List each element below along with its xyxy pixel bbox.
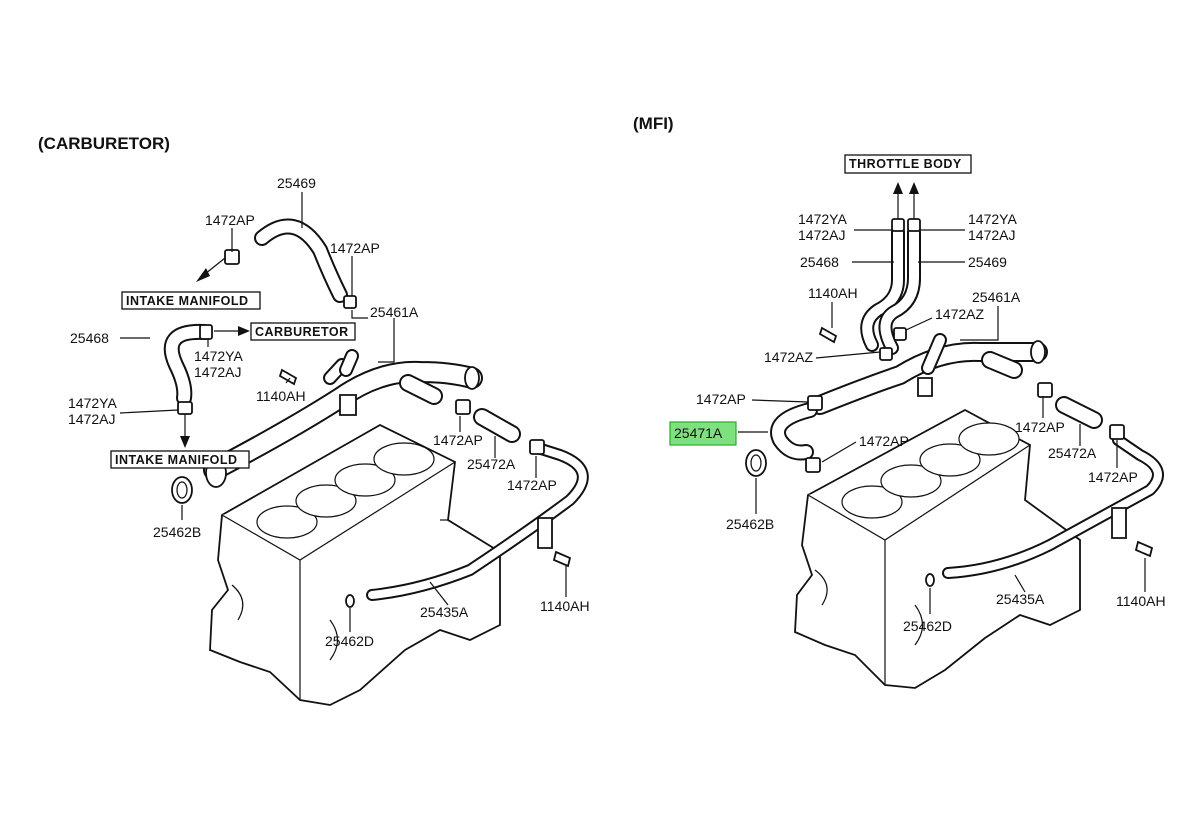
box-throttle-body: THROTTLE BODY (849, 157, 962, 171)
label-25462d: 25462D (903, 618, 952, 634)
box-carburetor: CARBURETOR (255, 325, 349, 339)
label-1472aj: 1472AJ (798, 227, 845, 243)
label-1472ya: 1472YA (798, 211, 847, 227)
label-1472aj: 1472AJ (968, 227, 1015, 243)
right-engine-block (794, 408, 1081, 689)
label-1472ap: 1472AP (507, 477, 557, 493)
title-mfi: (MFI) (633, 114, 674, 133)
label-25469: 25469 (277, 175, 316, 191)
label-1472ap: 1472AP (330, 240, 380, 256)
highlight-25471a[interactable] (669, 421, 737, 446)
label-25472a: 25472A (467, 456, 516, 472)
label-25472a: 25472A (1048, 445, 1097, 461)
right-leaders (738, 182, 1146, 614)
label-25468: 25468 (800, 254, 839, 270)
label-1140ah: 1140AH (256, 388, 306, 404)
label-25461a: 25461A (972, 289, 1021, 305)
label-1472ap: 1472AP (205, 212, 255, 228)
box-intake-manifold-bottom: INTAKE MANIFOLD (115, 453, 238, 467)
label-1140ah: 1140AH (808, 285, 858, 301)
label-1472ya: 1472YA (968, 211, 1017, 227)
left-leaders (119, 192, 567, 632)
right-labels: 1472YA 1472AJ 1472YA 1472AJ 25468 25469 … (674, 211, 1166, 634)
label-1472ya: 1472YA (194, 348, 243, 364)
label-25461a: 25461A (370, 304, 419, 320)
right-boxes: THROTTLE BODY (844, 154, 972, 174)
label-1140ah: 1140AH (540, 598, 590, 614)
label-25469: 25469 (968, 254, 1007, 270)
label-25435a: 25435A (996, 591, 1045, 607)
label-1472ap: 1472AP (859, 433, 909, 449)
left-labels: 25469 1472AP 1472AP 25461A 25468 1472YA … (68, 175, 590, 649)
left-hoses (163, 218, 589, 608)
label-25462b: 25462B (153, 524, 201, 540)
label-1472ap: 1472AP (696, 391, 746, 407)
label-1472ap: 1472AP (1015, 419, 1065, 435)
left-engine-block (209, 423, 501, 706)
label-1472ap: 1472AP (433, 432, 483, 448)
label-1472ya: 1472YA (68, 395, 117, 411)
label-1472az: 1472AZ (935, 306, 984, 322)
label-25462d: 25462D (325, 633, 374, 649)
title-carburetor: (CARBURETOR) (38, 134, 170, 153)
label-25471a[interactable]: 25471A (674, 425, 723, 441)
left-boxes: INTAKE MANIFOLD CARBURETOR INTAKE MANIFO… (110, 291, 356, 469)
label-1472ap: 1472AP (1088, 469, 1138, 485)
label-1472aj: 1472AJ (194, 364, 241, 380)
label-25462b: 25462B (726, 516, 774, 532)
label-1472az: 1472AZ (764, 349, 813, 365)
right-hoses (745, 218, 1164, 587)
label-25435a: 25435A (420, 604, 469, 620)
label-1472aj: 1472AJ (68, 411, 115, 427)
box-intake-manifold-top: INTAKE MANIFOLD (126, 294, 249, 308)
label-1140ah: 1140AH (1116, 593, 1166, 609)
label-25468: 25468 (70, 330, 109, 346)
